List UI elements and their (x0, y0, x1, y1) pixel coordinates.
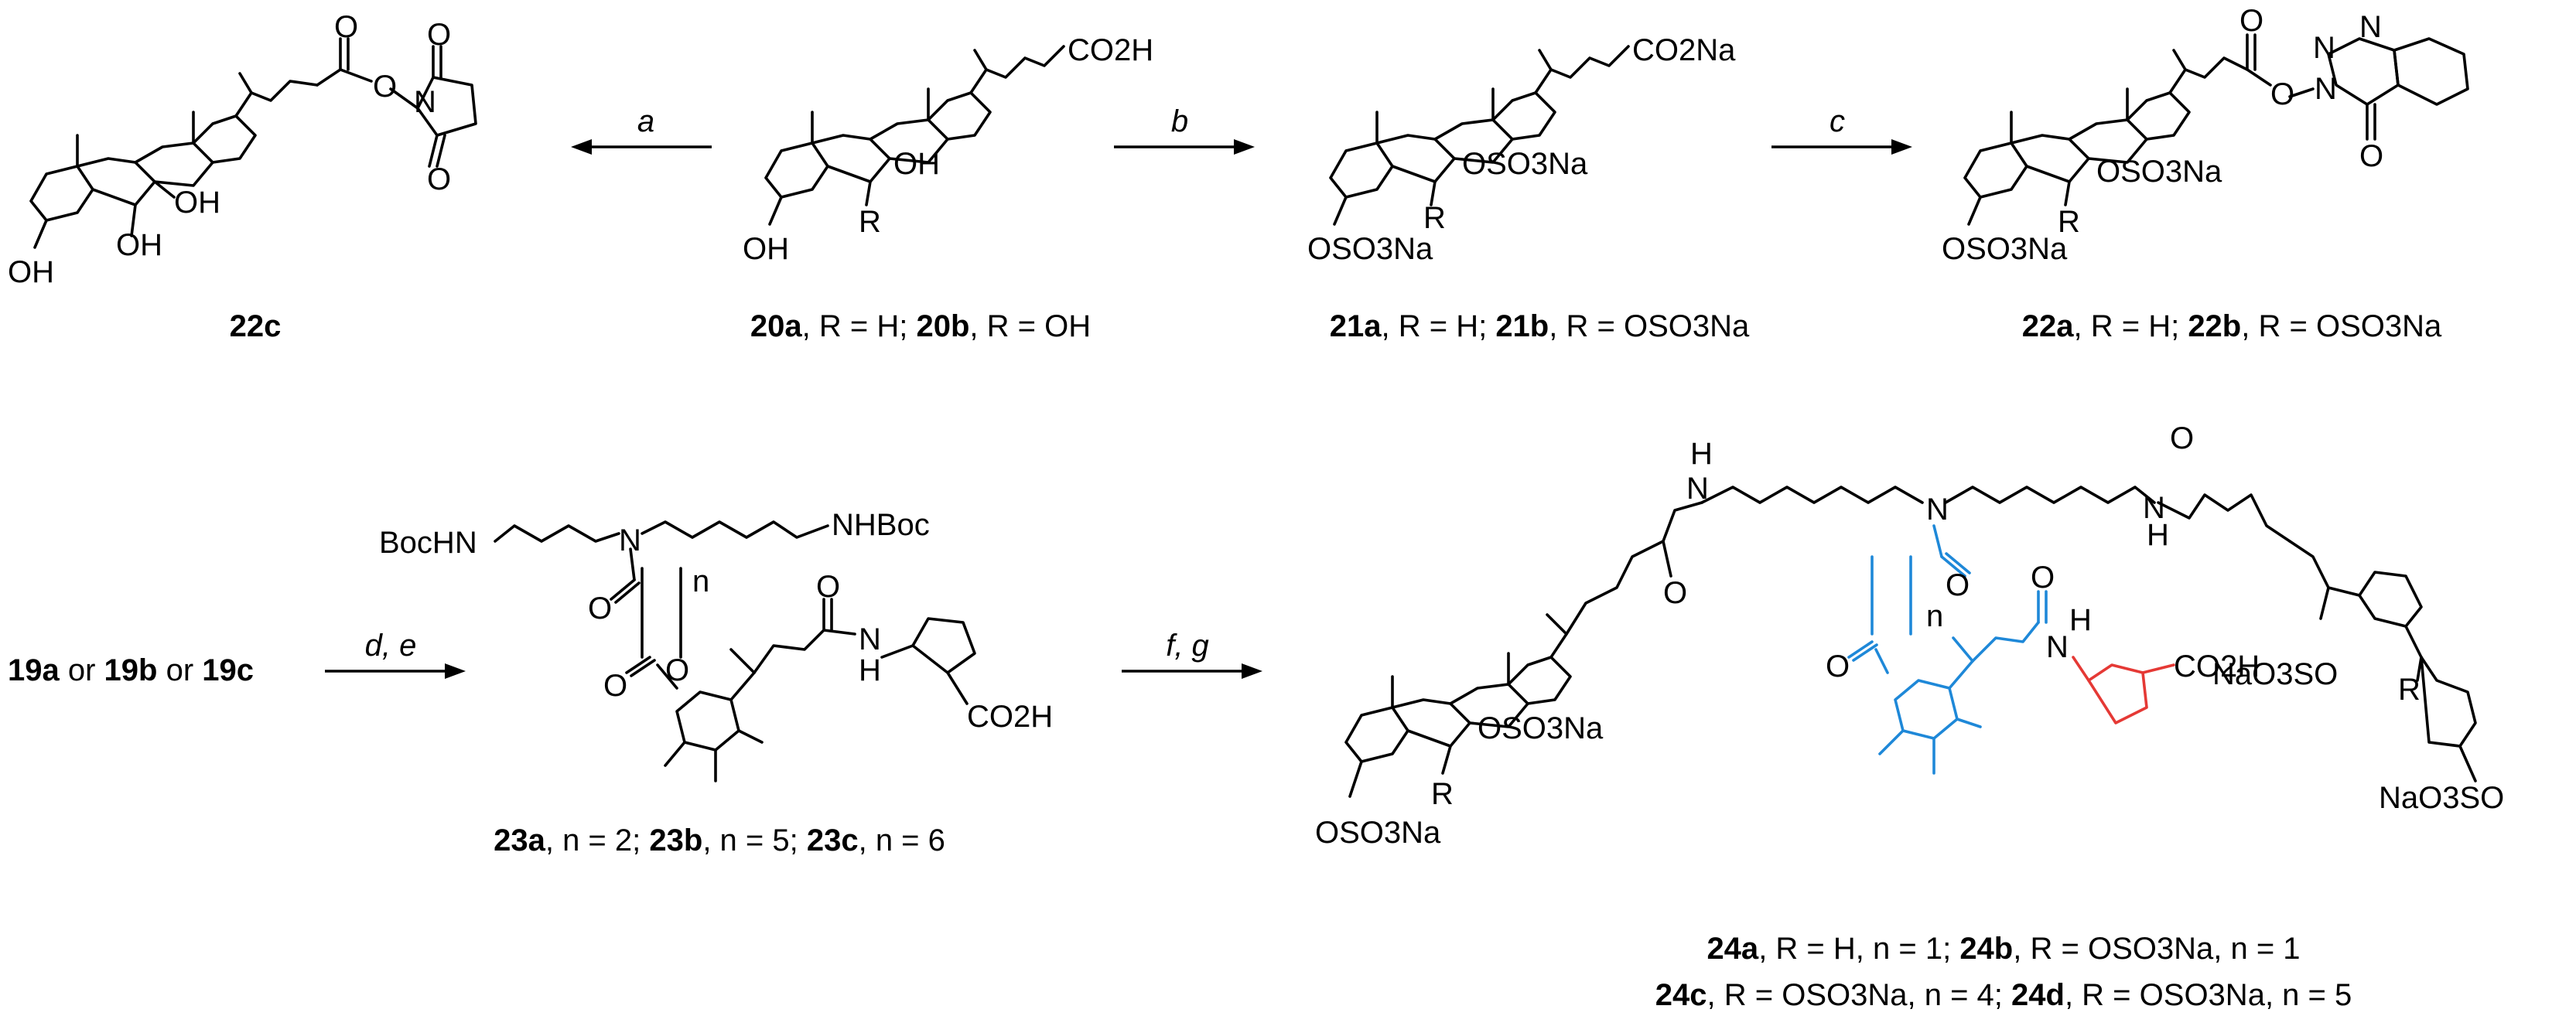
reagent-label: f, g (1166, 629, 1209, 663)
atom-label: R (1431, 777, 1454, 811)
compound-caption-line2: 24c, R = OSO3Na, n = 4; 24d, R = OSO3Na,… (1655, 978, 2352, 1012)
atom-label: R (859, 205, 881, 239)
atom-label: N (414, 85, 436, 119)
compound-caption: 22c (230, 309, 282, 343)
atom-label: OH (116, 228, 162, 262)
compound-caption-line1: 24a, R = H, n = 1; 24b, R = OSO3Na, n = … (1707, 932, 2300, 966)
atom-label: H (2069, 603, 2092, 637)
atom-label: O (665, 653, 689, 687)
atom-label: NHBoc (832, 508, 930, 542)
atom-label: CO2Na (1632, 33, 1736, 67)
atom-label: O (2270, 77, 2294, 111)
atom-label: N (2143, 491, 2165, 525)
reaction-arrow-fg: f, g (1122, 629, 1262, 679)
atom-label: O (2031, 561, 2055, 595)
atom-label: CO2H (967, 700, 1053, 734)
atom-label: CO2H (2174, 649, 2260, 684)
reagent-label: d, e (365, 629, 417, 663)
compound-24: O OSO3Na R OSO3Na H N N H N O O n O O (1315, 421, 2504, 1012)
atom-label: N (2313, 31, 2335, 65)
atom-label: O (2170, 421, 2194, 455)
atom-label: NaO3SO (2379, 781, 2504, 815)
atom-label: OH (174, 186, 220, 220)
atom-label: NaO3SO (2212, 657, 2338, 691)
atom-label: H (859, 653, 881, 687)
reaction-arrow-a: a (571, 104, 712, 155)
atom-label: O (427, 162, 451, 196)
atom-label: OSO3Na (1315, 816, 1441, 850)
atom-label: OSO3Na (1462, 147, 1588, 181)
atom-label: O (1663, 576, 1687, 610)
atom-label: OH (893, 147, 940, 181)
atom-label: O (603, 669, 627, 703)
reaction-arrow-de: d, e (325, 629, 466, 679)
atom-label: OH (743, 232, 789, 266)
atom-label: R (2058, 205, 2080, 239)
atom-label: BocHN (379, 526, 477, 560)
atom-label: OSO3Na (1307, 232, 1433, 266)
compound-22c: O O N O O OH OH OH 22c (8, 10, 477, 343)
atom-label: N (1926, 493, 1949, 527)
atom-label: n (692, 564, 709, 598)
compound-23: BocHN N NHBoc O n O O O N H CO2H 23a, n … (379, 508, 1053, 857)
atom-label: OH (8, 255, 54, 289)
atom-label: O (588, 592, 612, 626)
atom-label: O (816, 570, 840, 604)
atom-label: OSO3Na (2096, 155, 2222, 189)
atom-label: R (2398, 673, 2421, 707)
atom-label: OSO3Na (1942, 232, 2068, 266)
atom-label: CO2H (1068, 33, 1153, 67)
atom-label: n (1926, 599, 1943, 633)
atom-label: N (619, 523, 641, 557)
reagent-label: a (637, 104, 654, 138)
reaction-arrow-b: b (1114, 104, 1255, 155)
reagent-label: c (1830, 104, 1845, 138)
atom-label: H (2147, 518, 2169, 552)
atom-label: N (859, 622, 881, 656)
atom-label: N (2315, 72, 2337, 106)
atom-label: O (373, 70, 397, 104)
compound-caption: 23a, n = 2; 23b, n = 5; 23c, n = 6 (494, 823, 945, 857)
compound-21: CO2Na OSO3Na OSO3Na R 21a, R = H; 21b, R… (1307, 33, 1750, 343)
atom-label: O (2239, 4, 2263, 38)
compound-22: O O N N N O OSO3Na OSO3Na R 22a, R = H; … (1942, 4, 2469, 343)
atom-label: O (1946, 568, 1970, 602)
reagent-label: b (1171, 104, 1188, 138)
atom-label: O (334, 10, 358, 44)
atom-label: O (427, 18, 451, 52)
atom-label: OSO3Na (1478, 711, 1604, 745)
atom-label: N (2046, 630, 2069, 664)
compound-caption: 21a, R = H; 21b, R = OSO3Na (1330, 309, 1750, 343)
atom-label: O (1826, 649, 1850, 684)
starting-materials-19: 19a or 19b or 19c (8, 653, 254, 687)
atom-label: R (1423, 201, 1446, 235)
atom-label: N (1686, 472, 1709, 506)
atom-label: H (1690, 437, 1713, 471)
atom-label: N (2359, 10, 2382, 44)
atom-label: O (2359, 139, 2383, 173)
compound-20: CO2H OH OH R 20a, R = H; 20b, R = OH (743, 33, 1153, 343)
compound-caption: 22a, R = H; 22b, R = OSO3Na (2022, 309, 2442, 343)
compound-caption: 20a, R = H; 20b, R = OH (750, 309, 1091, 343)
reaction-arrow-c: c (1771, 104, 1912, 155)
